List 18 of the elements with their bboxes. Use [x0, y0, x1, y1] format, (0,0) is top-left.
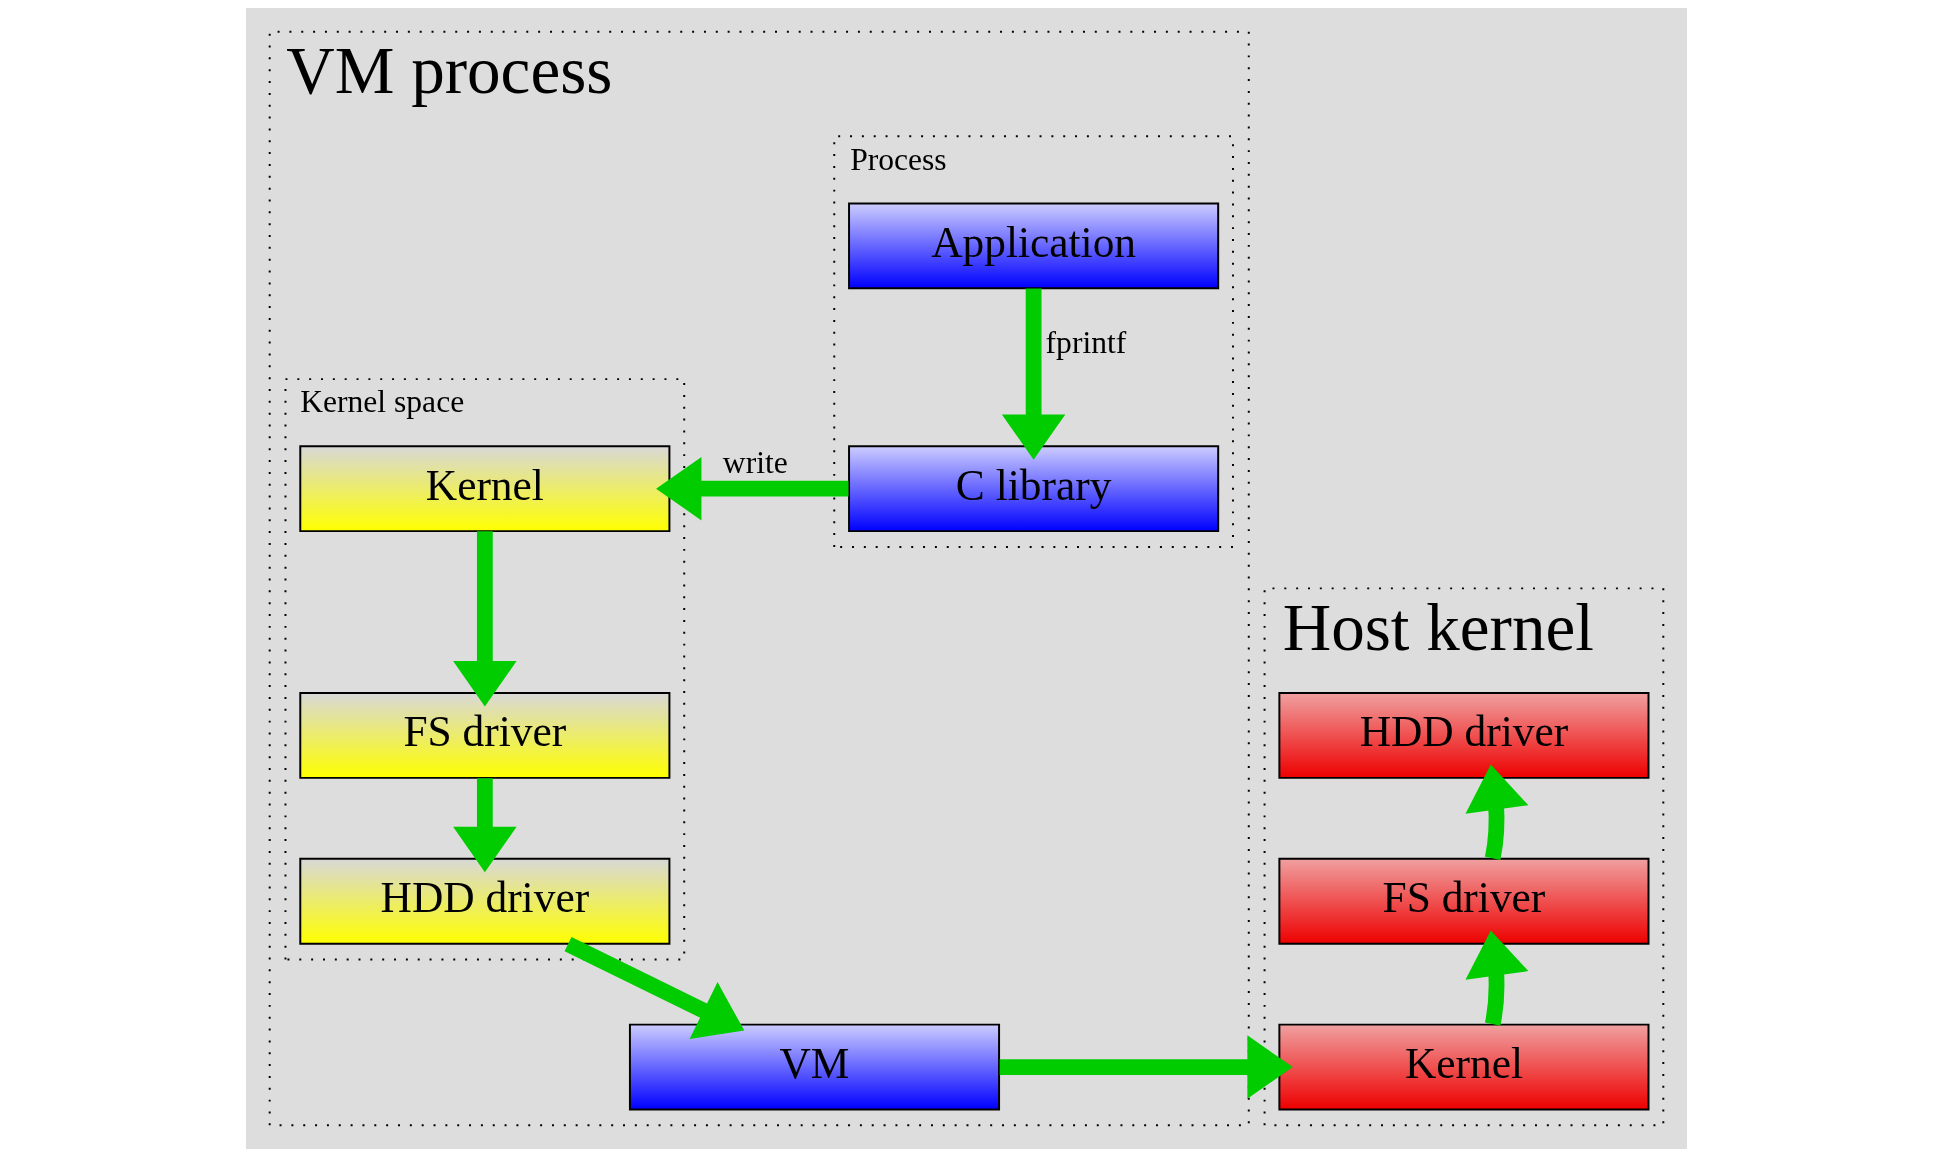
node-box: HDD driver: [1278, 692, 1650, 779]
arrow: [453, 531, 517, 707]
edge-label: write: [722, 444, 788, 480]
node-box: Kernel: [1278, 1023, 1650, 1111]
node-box: Application: [848, 202, 1220, 290]
arrow: [999, 1035, 1293, 1099]
arrow: [453, 778, 517, 873]
node-box: C library: [848, 445, 1220, 533]
arrow: [656, 456, 849, 521]
node-box: HDD driver: [299, 857, 671, 945]
node-box: FS driver: [1278, 857, 1650, 945]
arrow: [1001, 288, 1066, 460]
edge-label: fprintf: [1045, 325, 1127, 361]
node-box: FS driver: [299, 692, 671, 779]
arrow: [1465, 930, 1529, 1026]
arrow: [564, 936, 745, 1040]
node-box: VM: [628, 1023, 1001, 1111]
node-box: Kernel: [299, 445, 671, 533]
